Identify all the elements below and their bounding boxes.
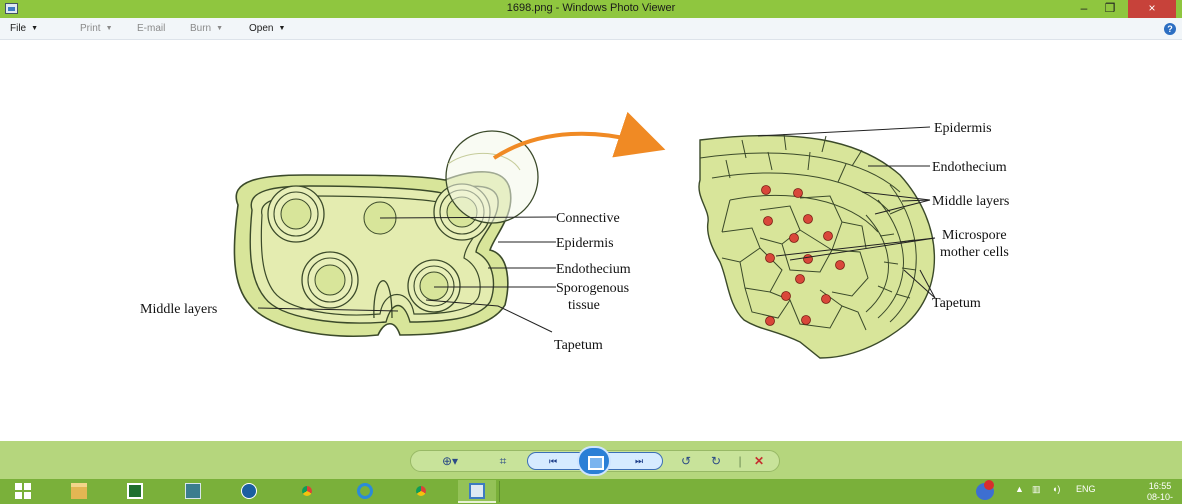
menu-file[interactable]: File ▼ [10,23,38,34]
internet-explorer-icon [357,483,373,499]
clock-date: 08-10-2016 [1140,492,1180,504]
clock-time: 16:55 [1140,481,1180,492]
calculator-icon [185,483,201,499]
previous-button[interactable]: ⏮ [538,453,568,469]
taskbar-internet-explorer[interactable] [346,480,384,503]
menu-print[interactable]: Print ▼ [80,23,113,34]
taskbar-chrome-2[interactable] [402,480,440,503]
label-endothecium-left: Endothecium [556,262,631,277]
menu-email[interactable]: E-mail [137,23,165,34]
image-viewport[interactable]: Connective Epidermis Endothecium Sporoge… [0,40,1182,441]
viewer-control-bar: ⊕▾ ⌗ ⏮ ⏭ ↺ ↻ | ✕ [0,441,1182,479]
file-explorer-icon [71,483,87,499]
taskbar-divider [499,481,500,502]
menu-email-label: E-mail [137,23,165,34]
pollen-sac-upper-left [268,186,324,242]
windows-logo-icon [15,483,31,499]
zoom-icon[interactable]: ⊕▾ [436,453,464,469]
menu-open-label: Open [249,23,273,34]
label-connective: Connective [556,211,620,226]
photo-viewer-icon [469,483,485,499]
slideshow-button[interactable] [577,446,611,476]
label-epidermis-left: Epidermis [556,236,614,251]
anther-wall-enlarged [699,134,934,358]
network-icon[interactable]: ▥ [1032,484,1041,495]
anther-diagram: Connective Epidermis Endothecium Sporoge… [0,40,1182,441]
label-epidermis-right: Epidermis [934,121,992,136]
label-middle-layers-right: Middle layers [932,194,1009,209]
menu-open[interactable]: Open ▼ [249,23,285,34]
store-icon [127,483,143,499]
label-endothecium-right: Endothecium [932,160,1007,175]
chevron-down-icon: ▼ [106,25,113,32]
chevron-down-icon: ▼ [278,25,285,32]
taskbar-hp[interactable] [230,480,268,503]
language-indicator[interactable]: ENG [1076,484,1096,494]
control-separator: | [736,453,744,469]
close-button[interactable]: × [1128,0,1176,18]
menu-burn[interactable]: Burn ▼ [190,23,223,34]
menu-burn-label: Burn [190,23,211,34]
label-microspore-line1: Microspore [942,228,1007,243]
chrome-icon [299,483,315,499]
label-sporogenous-line2: tissue [568,298,600,313]
security-alert-icon[interactable] [976,483,994,500]
menu-bar: File ▼ Print ▼ E-mail Burn ▼ Open ▼ [0,18,1182,40]
label-sporogenous-line1: Sporogenous [556,281,629,296]
chevron-down-icon: ▼ [216,25,223,32]
help-icon[interactable]: ? [1164,23,1176,35]
chrome-icon [413,483,429,499]
taskbar-clock[interactable]: 16:55 08-10-2016 [1140,481,1180,504]
maximize-button[interactable]: ❐ [1098,0,1122,18]
taskbar-store[interactable] [116,480,154,503]
volume-icon[interactable]: ◖) [1052,484,1060,494]
actual-size-icon[interactable]: ⌗ [494,453,512,469]
menu-file-label: File [10,23,26,34]
minimize-button[interactable]: – [1072,0,1096,18]
label-microspore-line2: mother cells [940,245,1009,260]
label-middle-layers-left: Middle layers [140,302,217,317]
window-title: 1698.png - Windows Photo Viewer [0,2,1182,14]
menu-print-label: Print [80,23,101,34]
tray-expand-icon[interactable]: ▲ [1015,484,1024,494]
hp-icon [241,483,257,499]
label-tapetum-right: Tapetum [932,296,981,311]
start-button[interactable] [4,480,42,503]
chevron-down-icon: ▼ [31,25,38,32]
label-tapetum-left: Tapetum [554,338,603,353]
pollen-sac-lower-left [302,252,358,308]
taskbar-file-explorer[interactable] [60,480,98,503]
taskbar-chrome[interactable] [288,480,326,503]
taskbar-calculator[interactable] [174,480,212,503]
wall-section-outline [699,135,934,358]
next-button[interactable]: ⏭ [624,453,654,469]
rotate-counterclockwise-icon[interactable]: ↺ [678,453,694,469]
title-bar: 1698.png - Windows Photo Viewer – ❐ × [0,0,1182,18]
taskbar-photo-viewer[interactable] [458,480,496,503]
rotate-clockwise-icon[interactable]: ↻ [708,453,724,469]
pollen-sac-lower-right [408,260,460,312]
delete-icon[interactable]: ✕ [750,453,768,469]
taskbar [0,479,1182,504]
